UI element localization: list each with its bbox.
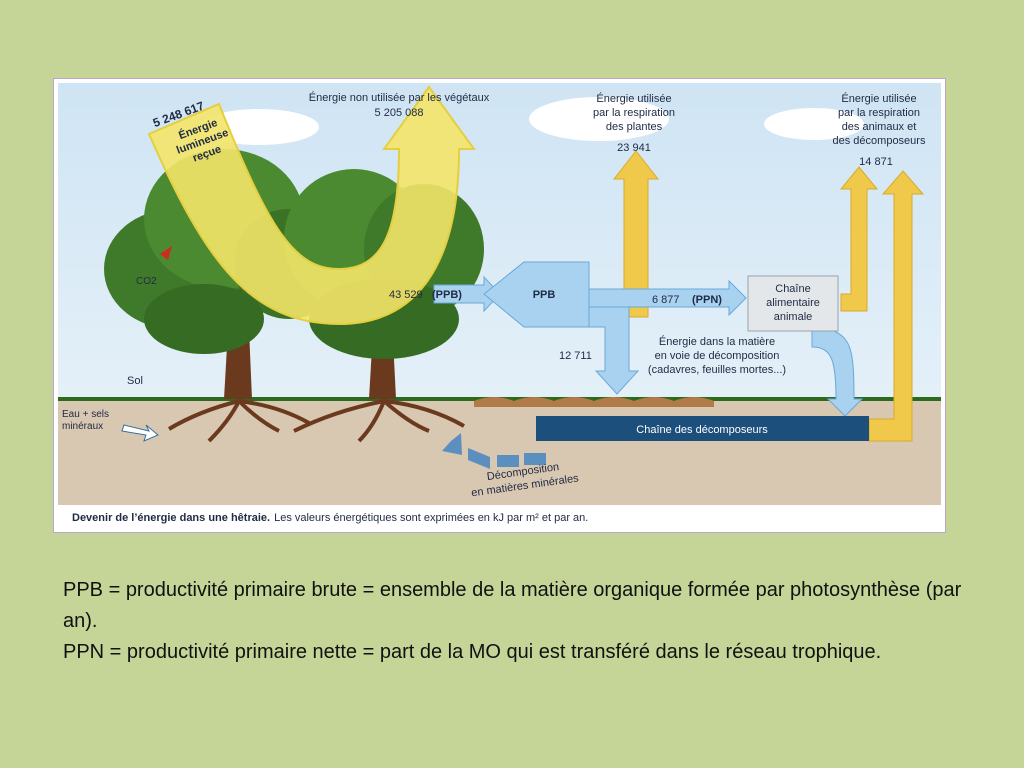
unused-energy-label: Énergie non utilisée par les végétaux [309, 91, 490, 104]
plant-respiration-label: Énergie utilisée [596, 92, 671, 105]
caption-rest: Les valeurs énergétiques sont exprimées … [274, 512, 588, 524]
animal-respiration-label: des décomposeurs [833, 135, 926, 147]
plant-respiration-label: par la respiration [593, 107, 675, 119]
animal-respiration-value: 14 871 [859, 156, 893, 168]
food-chain-label: alimentaire [766, 297, 820, 309]
co2-label: CO2 [136, 276, 157, 287]
decomposing-matter-label: Énergie dans la matière [659, 335, 775, 348]
decomposing-matter-label: en voie de décomposition [655, 350, 780, 362]
ppb-box-label: PPB [533, 289, 556, 301]
decomposers-chain-label: Chaîne des décomposeurs [636, 424, 768, 436]
unused-energy-value: 5 205 088 [375, 107, 424, 119]
decomposing-matter-label: (cadavres, feuilles mortes...) [648, 364, 786, 376]
plant-respiration-label: des plantes [606, 121, 663, 133]
ppb-value: 43 529 [389, 289, 423, 301]
caption-bold: Devenir de l’énergie dans une hêtraie. [72, 512, 270, 524]
animal-respiration-label: par la respiration [838, 107, 920, 119]
ppb-tag: (PPB) [432, 289, 462, 301]
plant-respiration-value: 23 941 [617, 142, 651, 154]
ppn-tag: (PPN) [692, 294, 722, 306]
soil-label: Sol [127, 375, 143, 387]
energy-flow-diagram: 5 248 617 Énergie lumineuse reçue Énergi… [53, 78, 946, 533]
ppb-definition: PPB = productivité primaire brute = ense… [63, 575, 963, 637]
water-minerals-label: Eau + sels [62, 409, 109, 420]
ppn-value: 6 877 [652, 294, 680, 306]
definitions-text: PPB = productivité primaire brute = ense… [63, 575, 963, 668]
food-chain-label: animale [774, 311, 813, 323]
ppn-definition: PPN = productivité primaire nette = part… [63, 637, 963, 668]
decomposition-value: 12 711 [559, 350, 592, 362]
caption: Devenir de l’énergie dans une hêtraie. Le… [72, 512, 588, 524]
animal-respiration-label: des animaux et [842, 121, 917, 133]
water-minerals-label: minéraux [62, 421, 103, 432]
food-chain-label: Chaîne [775, 283, 810, 295]
animal-respiration-label: Énergie utilisée [841, 92, 916, 105]
